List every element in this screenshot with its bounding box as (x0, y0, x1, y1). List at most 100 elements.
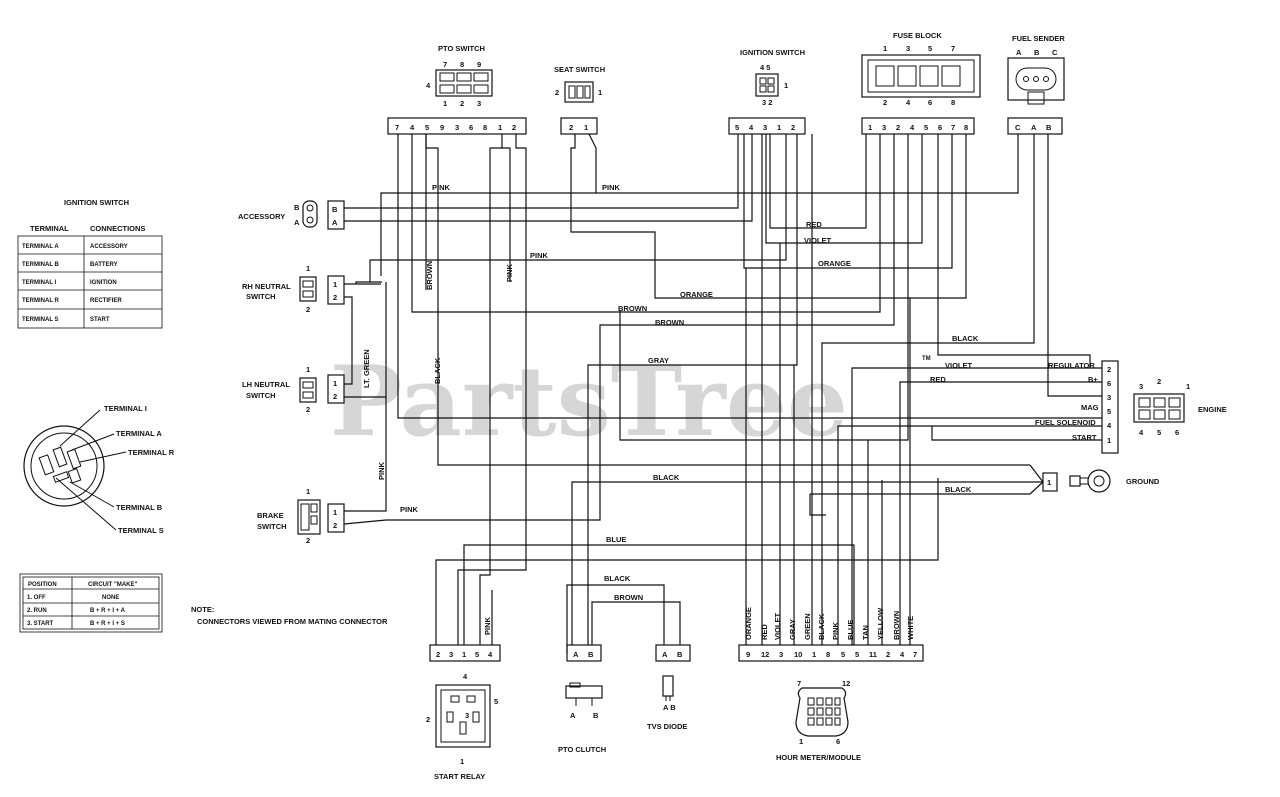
svg-text:1: 1 (1107, 436, 1111, 445)
lh-neutral-switch-icon (299, 377, 317, 403)
seat-switch-label: SEAT SWITCH (554, 65, 605, 74)
seat-connector-pin: 1 (584, 123, 588, 132)
svg-text:3: 3 (882, 123, 886, 132)
pto-clutch-connector-pin: B (588, 650, 594, 659)
svg-text:IGNITION: IGNITION (90, 280, 117, 286)
fuel-connector-pin: A (1031, 123, 1037, 132)
brake-connector-pin: 1 (333, 508, 337, 517)
engine-terminal-mag: MAG (1081, 403, 1099, 412)
svg-text:BLUE: BLUE (606, 535, 626, 544)
rh-neutral-label-1: RH NEUTRAL (242, 282, 291, 291)
start-relay-icon (435, 684, 491, 748)
svg-text:2. RUN: 2. RUN (27, 608, 47, 614)
svg-text:5: 5 (475, 650, 479, 659)
pto-clutch-icon (565, 682, 603, 706)
svg-text:GRAY: GRAY (788, 619, 797, 640)
svg-text:4: 4 (749, 123, 754, 132)
wires (343, 133, 1102, 653)
watermark-tm: TM (922, 356, 931, 362)
brake-switch-icon (297, 499, 321, 535)
svg-text:4: 4 (900, 650, 905, 659)
svg-text:7: 7 (395, 123, 399, 132)
svg-text:2: 2 (896, 123, 900, 132)
fuse-pin: 6 (928, 98, 932, 107)
pto-pin-3: 3 (477, 99, 481, 108)
svg-text:5: 5 (855, 650, 859, 659)
svg-text:5: 5 (425, 123, 429, 132)
pto-clutch-pin: A (570, 711, 576, 720)
pto-switch-icon (435, 69, 493, 97)
svg-text:5: 5 (735, 123, 739, 132)
svg-text:BLUE: BLUE (846, 620, 855, 640)
svg-text:TERMINAL I: TERMINAL I (22, 280, 57, 286)
ign-pins-bottom: 3 2 (762, 98, 772, 107)
relay-pin: 3 (465, 711, 469, 720)
engine-plug-icon (1133, 393, 1185, 423)
svg-text:PINK: PINK (530, 251, 549, 260)
svg-text:VIOLET: VIOLET (773, 612, 782, 640)
svg-text:8: 8 (826, 650, 830, 659)
hour-meter-label: HOUR METER/MODULE (776, 753, 861, 762)
svg-text:BROWN: BROWN (614, 593, 643, 602)
ground-ring-terminal-icon (1069, 469, 1111, 493)
svg-text:BLACK: BLACK (653, 473, 680, 482)
svg-text:BROWN: BROWN (655, 318, 684, 327)
ignition-switch-label: IGNITION SWITCH (740, 48, 805, 57)
ignition-terminal-diagram-icon (23, 409, 127, 531)
hour-meter-wire-labels: ORANGE RED VIOLET GRAY GREEN BLACK PINK … (744, 607, 915, 640)
ign-pins-top: 4 5 (760, 63, 770, 72)
tvs-diode-connector (655, 644, 691, 662)
svg-text:PINK: PINK (377, 461, 386, 480)
terminal-s-callout: TERMINAL S (118, 526, 164, 535)
engine-label: ENGINE (1198, 405, 1227, 414)
svg-text:3. START: 3. START (27, 621, 54, 627)
ground-label: GROUND (1126, 477, 1160, 486)
svg-text:BROWN: BROWN (618, 304, 647, 313)
hour-pin: 1 (799, 737, 803, 746)
ignition-table-title: IGNITION SWITCH (64, 198, 129, 207)
svg-text:4: 4 (488, 650, 493, 659)
terminal-a-callout: TERMINAL A (116, 429, 162, 438)
rh-neutral-switch-icon (299, 276, 317, 302)
engine-plug-pin: 2 (1157, 377, 1161, 386)
svg-text:1: 1 (868, 123, 872, 132)
ign-pin-1: 1 (784, 81, 788, 90)
fuse-connector (861, 117, 975, 135)
svg-text:PINK: PINK (831, 621, 840, 640)
fuse-pin: 5 (928, 44, 932, 53)
pto-pin-1: 1 (443, 99, 447, 108)
fuse-block-label: FUSE BLOCK (893, 31, 942, 40)
svg-text:8: 8 (964, 123, 968, 132)
svg-text:1: 1 (462, 650, 466, 659)
svg-text:2: 2 (436, 650, 440, 659)
svg-text:10: 10 (794, 650, 802, 659)
relay-pin: 1 (460, 757, 464, 766)
svg-text:PINK: PINK (432, 183, 451, 192)
pto-switch-label: PTO SWITCH (438, 44, 485, 53)
lh-neutral-label-1: LH NEUTRAL (242, 380, 290, 389)
fuse-block-icon (861, 54, 981, 98)
engine-plug-pin: 4 (1139, 428, 1144, 437)
svg-text:3: 3 (455, 123, 459, 132)
svg-text:BLACK: BLACK (433, 357, 442, 384)
svg-text:GREEN: GREEN (803, 613, 812, 640)
lh-connector-pin: 2 (333, 392, 337, 401)
ignition-switch-icon (755, 73, 779, 97)
rh-pin-2: 2 (306, 305, 310, 314)
position-table-rows: POSITION CIRCUIT "MAKE" 1. OFF NONE 2. R… (27, 582, 138, 627)
svg-text:12: 12 (761, 650, 769, 659)
fuse-pin: 8 (951, 98, 955, 107)
svg-text:PINK: PINK (505, 263, 514, 282)
svg-text:ACCESSORY: ACCESSORY (90, 244, 128, 250)
lh-neutral-label-2: SWITCH (246, 391, 276, 400)
accessory-connector-pin: B (332, 205, 338, 214)
lh-neutral-connector (327, 374, 345, 404)
svg-text:B + R + I + A: B + R + I + A (90, 608, 126, 614)
svg-text:VIOLET: VIOLET (804, 236, 832, 245)
svg-text:RED: RED (760, 624, 769, 640)
terminal-b-callout: TERMINAL B (116, 503, 163, 512)
svg-text:VIOLET: VIOLET (945, 361, 973, 370)
fuel-pin-a: A (1016, 48, 1022, 57)
note-title: NOTE: (191, 605, 214, 614)
engine-plug-pin: 3 (1139, 382, 1143, 391)
